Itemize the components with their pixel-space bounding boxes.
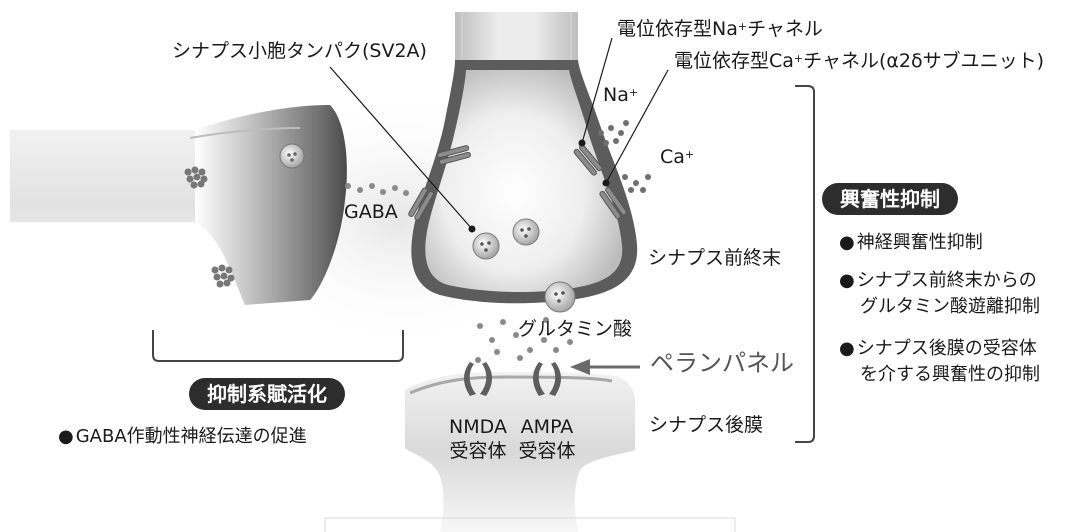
excitatory-item-line: グルタミン酸遊離抑制 [860, 296, 1040, 317]
nmda-receptor [464, 362, 492, 396]
na-channel-label: 電位依存型Na+チャネル [617, 18, 823, 40]
ca-sup: + [684, 148, 695, 161]
presynaptic-terminal [411, 60, 638, 304]
excitatory-item-line: シナプス前終末からの [856, 270, 1037, 291]
ca-text: Ca [660, 146, 685, 168]
ampa-text: AMPA [520, 416, 574, 438]
gaba-label: GABA [344, 201, 398, 223]
vesicle [279, 143, 305, 169]
excitatory-bracket [795, 85, 815, 443]
gaba-vesicle-cluster [184, 166, 208, 189]
glutamate-molecules [475, 317, 573, 363]
na-ions [598, 120, 629, 146]
presynaptic-terminal-label: シナプス前終末 [648, 247, 782, 269]
bullet-dot: ● [839, 270, 855, 291]
fusing-vesicle [544, 281, 576, 313]
leader-lines [329, 37, 669, 230]
presynaptic-axon [455, 12, 578, 62]
gaba-neuron [10, 105, 347, 305]
ampa-receptor-text: 受容体 [518, 440, 576, 462]
perampanel-label: ペランパネル [650, 349, 794, 377]
inhibitory-bracket [152, 330, 404, 362]
ca-channel-tail: チャネル(α2δサブユニット) [803, 50, 1045, 72]
ca-channel-label: 電位依存型Ca+チャネル(α2δサブユニット) [674, 50, 1044, 72]
excitatory-badge: 興奮性抑制 [822, 183, 958, 215]
excitatory-item-line: シナプス後膜の受容体 [856, 338, 1037, 359]
ion-channels [408, 144, 627, 221]
leader-dots [468, 139, 610, 233]
bullet-dot: ● [58, 426, 74, 447]
ampa-label: AMPA 受容体 [514, 415, 580, 463]
na-channel-tail: チャネル [747, 18, 823, 40]
inhibitory-badge: 抑制系賦活化 [189, 378, 345, 410]
ca-ions [622, 174, 651, 193]
gaba-molecules [345, 183, 409, 196]
excitatory-item-line: を介する興奮性の抑制 [860, 364, 1040, 385]
na-sup: + [628, 86, 639, 99]
na-channel-text: 電位依存型Na [617, 18, 738, 40]
bullet-dot: ● [839, 232, 855, 253]
frame-line [324, 517, 736, 532]
glutamate-label: グルタミン酸 [518, 318, 633, 340]
excitatory-item-line: 神経興奮性抑制 [856, 232, 983, 253]
postsynaptic-neuron [405, 372, 635, 532]
excitatory-bullet-2: ●シナプス前終末からの グルタミン酸遊離抑制 [839, 268, 1040, 320]
ca-ion-label: Ca+ [660, 146, 694, 168]
na-channel-sup: + [737, 20, 748, 33]
inhibitory-item: GABA作動性神経伝達の促進 [75, 426, 307, 447]
excitatory-bullet-3: ●シナプス後膜の受容体 を介する興奮性の抑制 [839, 336, 1040, 388]
na-ion-label: Na+ [603, 84, 638, 106]
synaptic-vesicles [472, 218, 576, 313]
na-text: Na [603, 84, 629, 106]
nmda-receptor-text: 受容体 [449, 440, 507, 462]
perampanel-arrow [570, 359, 640, 375]
ca-channel-sup: + [793, 52, 804, 65]
sv2a-label: シナプス小胞タンパク(SV2A) [172, 40, 427, 62]
nmda-text: NMDA [449, 416, 507, 438]
ca-channel-text: 電位依存型Ca [674, 50, 794, 72]
postsynaptic-membrane-label: シナプス後膜 [649, 414, 764, 436]
gaba-vesicle-cluster [211, 264, 235, 288]
excitatory-bullet-1: ●神経興奮性抑制 [839, 230, 983, 256]
inhibitory-bullet: ●GABA作動性神経伝達の促進 [58, 424, 307, 450]
bullet-dot: ● [839, 338, 855, 359]
nmda-label: NMDA 受容体 [446, 415, 510, 463]
ampa-receptor [533, 362, 561, 396]
